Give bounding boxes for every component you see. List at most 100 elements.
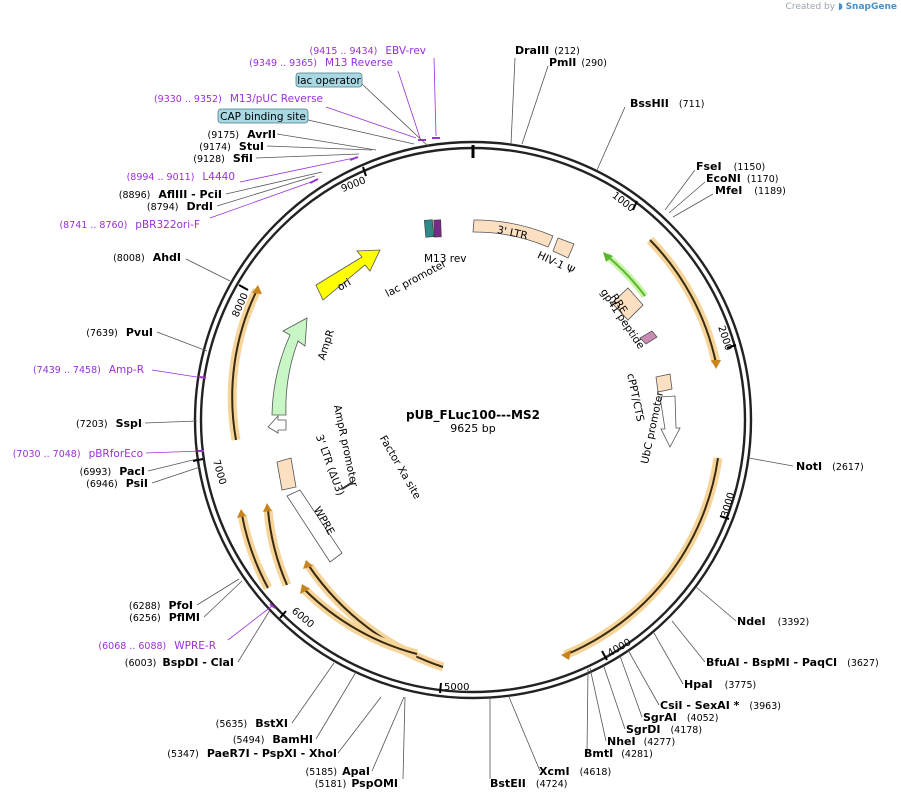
orf-arrow [267, 509, 288, 586]
backbone [193, 140, 753, 700]
feature-ampr [271, 317, 308, 416]
enzyme-label: CsiI - SexAI *(3963) [660, 699, 781, 712]
leader-line [147, 458, 198, 472]
enzyme-label: (5635)BstXI [216, 717, 288, 730]
leader-line [227, 605, 273, 641]
enzyme-label: NheI(4277) [607, 735, 675, 748]
orf-arrow-glow [263, 509, 292, 587]
enzyme-label: NdeI(3392) [737, 615, 809, 628]
enzyme-label: FseI(1150) [696, 160, 765, 173]
feature-label-ampr: AmpR [316, 328, 337, 362]
feature-label-cppt: cPPT/CTS [624, 372, 646, 423]
credit-brand: SnapGene [845, 2, 897, 12]
enzyme-label: SgrDI(4178) [626, 723, 702, 736]
orf-arrow-head [561, 650, 571, 660]
leader-line [695, 586, 737, 622]
feature-3-ltr [472, 219, 554, 248]
enzyme-label: (5494)BamHI [233, 733, 313, 746]
enzyme-label: (8008)AhdI [113, 251, 181, 264]
enzyme-label: (9128)SfiI [193, 152, 253, 165]
primer-label: (9415 .. 9434)EBV-rev [310, 45, 427, 57]
enzyme-label: (7639)PvuI [86, 326, 153, 339]
leader-line [203, 580, 243, 618]
leader-line [291, 662, 335, 724]
orf-arrow [564, 457, 719, 656]
feature-lac-promoter [423, 219, 435, 238]
plasmid-length: 9625 bp [450, 422, 495, 435]
feature-m13-rev [433, 219, 442, 238]
leader-line [276, 133, 377, 151]
orf-arrows [227, 236, 723, 672]
leader-line [371, 696, 405, 772]
leader-line [602, 663, 626, 730]
leader-line [748, 457, 794, 467]
leader-line [225, 171, 323, 195]
primer-label: (8741 .. 8760)pBR322ori-F [59, 219, 200, 231]
leader-line [237, 609, 271, 663]
feature-ubc-promoter [659, 395, 681, 448]
orf-arrow [304, 589, 418, 655]
leader-line [586, 668, 589, 754]
enzyme-label: MfeI(1189) [715, 184, 786, 197]
leader-line [307, 119, 415, 145]
feature-label-factor-xa: Factor Xa site [377, 433, 423, 501]
leader-line [627, 649, 660, 706]
tick-mark [439, 682, 442, 694]
enzyme-label: (9174)StuI [199, 140, 264, 153]
enzyme-label: PmlI(290) [549, 56, 607, 69]
primer-leaders [145, 57, 437, 641]
enzyme-label: SgrAI(4052) [643, 711, 718, 724]
leader-line [668, 181, 706, 214]
credit-prefix: Created by [785, 2, 836, 12]
feature-rre [611, 287, 644, 321]
leader-line [672, 193, 714, 218]
leader-line [156, 331, 208, 352]
tick-mark [601, 650, 608, 661]
tick-mark [719, 515, 730, 520]
enzyme-label: NotI(2617) [796, 460, 864, 473]
leader-line [402, 696, 406, 780]
enzyme-label: BfuAI - BspMI - PaqCI(3627) [706, 656, 879, 669]
snapgene-logo-icon: ◗ [837, 2, 843, 12]
leader-line [596, 106, 626, 171]
leader-line [521, 65, 549, 145]
feature-hiv-psi [552, 237, 575, 259]
orf-arrow-head [711, 360, 721, 369]
orf-arrow [231, 289, 258, 441]
cap-binding-box [217, 108, 309, 124]
tick-label: 6000 [289, 606, 316, 631]
leader-line [315, 671, 357, 740]
lac-operator-box [295, 72, 363, 88]
leader-line [589, 667, 607, 742]
primer-marker [349, 156, 359, 161]
leader-line [619, 655, 643, 718]
inner-features: 3' LTR HIV-1 Ψ RRE gp41 peptide cPPT/CTS… [267, 219, 681, 563]
orf-arrow-head [303, 560, 313, 569]
enzyme-label: (6946)PsiI [86, 477, 148, 490]
feature-label-m13-rev: M13 rev [424, 253, 467, 265]
primer-label: (9349 .. 9365)M13 Reverse [249, 57, 393, 69]
feature-3-ltr-du3 [276, 457, 297, 491]
primer-label: (9330 .. 9352)M13/pUC Reverse [154, 93, 323, 105]
enzyme-label: (8794)DrdI [147, 200, 213, 213]
primer-label: (7439 .. 7458)Amp-R [33, 364, 144, 376]
enzyme-label: DraIII(212) [515, 44, 580, 57]
enzyme-label: BssHII(711) [630, 97, 704, 110]
tick-label: 5000 [444, 682, 469, 693]
enzyme-labels: DraIII(212) PmlI(290) BssHII(711) FseI(1… [490, 44, 879, 790]
leader-line [508, 696, 541, 772]
backbone-outer [193, 140, 753, 700]
leader-line [653, 632, 684, 685]
feature-label-ori: ori [335, 276, 353, 293]
feature-label-ubc: UbC promoter [639, 390, 666, 465]
primer-label: (8994 .. 9011)L4440 [127, 171, 235, 183]
lac-operator-label: lac operator [297, 75, 361, 87]
orf-arrow-head [252, 285, 262, 294]
leader-line [239, 157, 355, 183]
boxed-labels: lac operator CAP binding site [217, 72, 363, 124]
enzyme-label: (7203)SspI [76, 417, 142, 430]
orf-arrow-head [237, 509, 246, 518]
cap-binding-label: CAP binding site [220, 111, 306, 123]
leader-line [255, 153, 360, 159]
enzyme-label: (6288)PfoI [129, 599, 193, 612]
